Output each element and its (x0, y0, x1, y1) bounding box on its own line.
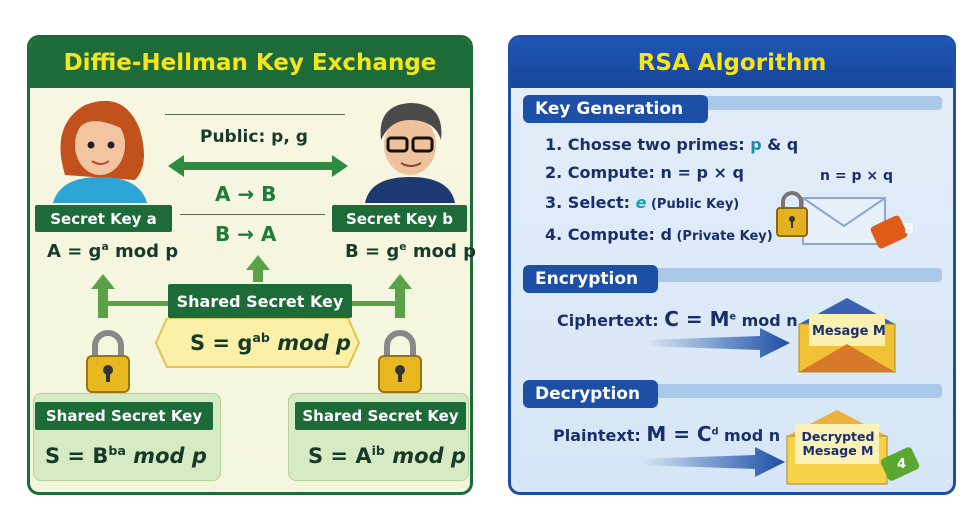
public-params: Public: p, g (200, 127, 308, 147)
dh-title: Diffie-Hellman Key Exchange (30, 38, 470, 88)
lock-icon (378, 330, 422, 393)
locked-envelope-icon (776, 191, 908, 249)
a-to-b: A → B (215, 182, 277, 206)
shared-formula: S = gab mod p (190, 330, 351, 355)
side-formula: n = p × q (820, 168, 893, 184)
formula-b: B = ge mod p (345, 240, 476, 262)
flow-arrows-icon (91, 255, 412, 318)
encryption-bar (650, 268, 942, 282)
shared-key-hexagon (155, 318, 360, 368)
formula-a: A = ga mod p (47, 240, 179, 262)
shared-secret-key-label: Shared Secret Key (168, 284, 352, 318)
right-shared-label: Shared Secret Key (295, 402, 466, 430)
step-3: 3. Select: e (Public Key) (545, 193, 740, 212)
b-to-a: B → A (215, 222, 277, 246)
double-arrow-icon (168, 155, 348, 177)
step-1: 1. Chosse two primes: p & q (545, 135, 799, 154)
envelope-message: Mesage M (812, 324, 886, 339)
decryption-bar (650, 384, 942, 398)
step-2: 2. Compute: n = p × q (545, 163, 744, 182)
decryption-tab: Decryption (523, 380, 658, 408)
envelope-icon (798, 298, 896, 373)
secret-key-b-label: Secret Key b (332, 205, 467, 232)
key-generation-tab: Key Generation (523, 95, 708, 123)
right-shared-formula: S = Aib mod p (308, 443, 466, 468)
alice-avatar-icon (53, 100, 147, 203)
decrypted-badge: 4 (897, 457, 907, 472)
decrypt-arrow-icon (640, 447, 785, 477)
step-4: 4. Compute: d (Private Key) (545, 225, 773, 244)
lock-icon (86, 330, 130, 393)
plaintext-formula: Plaintext: M = Cd mod n (553, 422, 781, 446)
encrypt-arrow-icon (645, 328, 790, 358)
rsa-panel: RSA Algorithm (508, 35, 956, 495)
keygen-bar (700, 96, 942, 110)
decrypted-envelope-icon (786, 410, 920, 485)
decrypted-envelope-message: Decrypted Mesage M (801, 429, 875, 458)
secret-key-a-label: Secret Key a (35, 205, 172, 232)
envelope-badge: B (904, 222, 914, 237)
bob-avatar-icon (365, 103, 455, 203)
ciphertext-formula: Ciphertext: C = Me mod n (557, 307, 798, 331)
encryption-tab: Encryption (523, 265, 658, 293)
rsa-title: RSA Algorithm (511, 38, 953, 88)
left-shared-label: Shared Secret Key (35, 402, 213, 430)
left-shared-formula: S = Bba mod p (45, 443, 207, 468)
